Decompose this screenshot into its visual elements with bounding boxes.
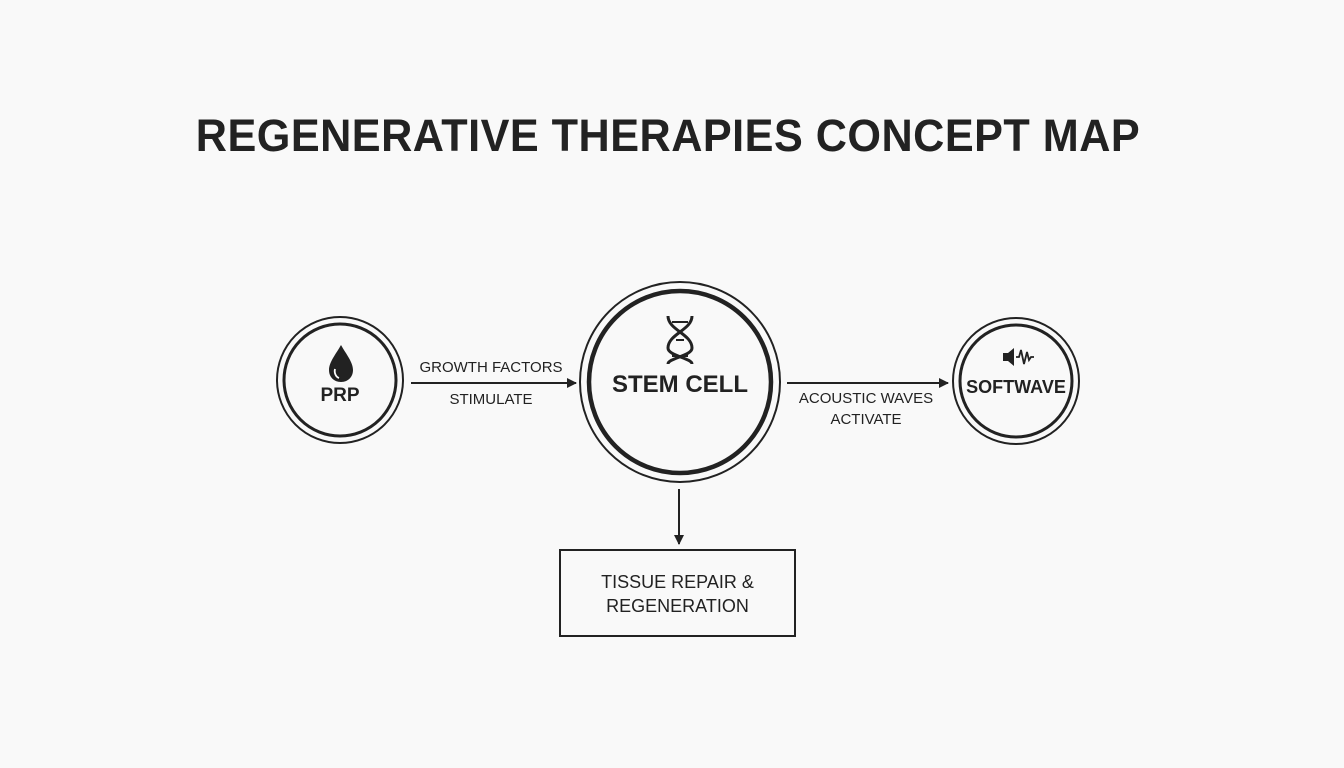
edge-label-stimulate: STIMULATE <box>449 391 533 408</box>
softwave-label: SOFTWAVE <box>966 377 1066 397</box>
blood-drop-icon <box>329 345 353 382</box>
tissue-repair-line-2: REGENERATION <box>606 596 749 616</box>
prp-label: PRP <box>320 385 360 406</box>
stem-cell-label: STEM CELL <box>612 371 748 398</box>
dna-icon <box>666 315 694 365</box>
tissue-repair-label: TISSUE REPAIR & REGENERATION <box>560 570 795 618</box>
sound-wave-icon <box>1003 348 1034 366</box>
edge-label-acoustic-waves: ACOUSTIC WAVES <box>798 390 934 407</box>
edge-label-activate: ACTIVATE <box>830 411 902 428</box>
tissue-repair-line-1: TISSUE REPAIR & <box>601 572 754 592</box>
page-title: REGENERATIVE THERAPIES CONCEPT MAP <box>195 110 1141 161</box>
stem-cell-node <box>579 281 781 483</box>
softwave-node <box>952 317 1080 445</box>
edge-label-growth-factors: GROWTH FACTORS <box>419 359 563 376</box>
tissue-repair-box <box>559 549 796 637</box>
prp-node <box>276 316 404 444</box>
